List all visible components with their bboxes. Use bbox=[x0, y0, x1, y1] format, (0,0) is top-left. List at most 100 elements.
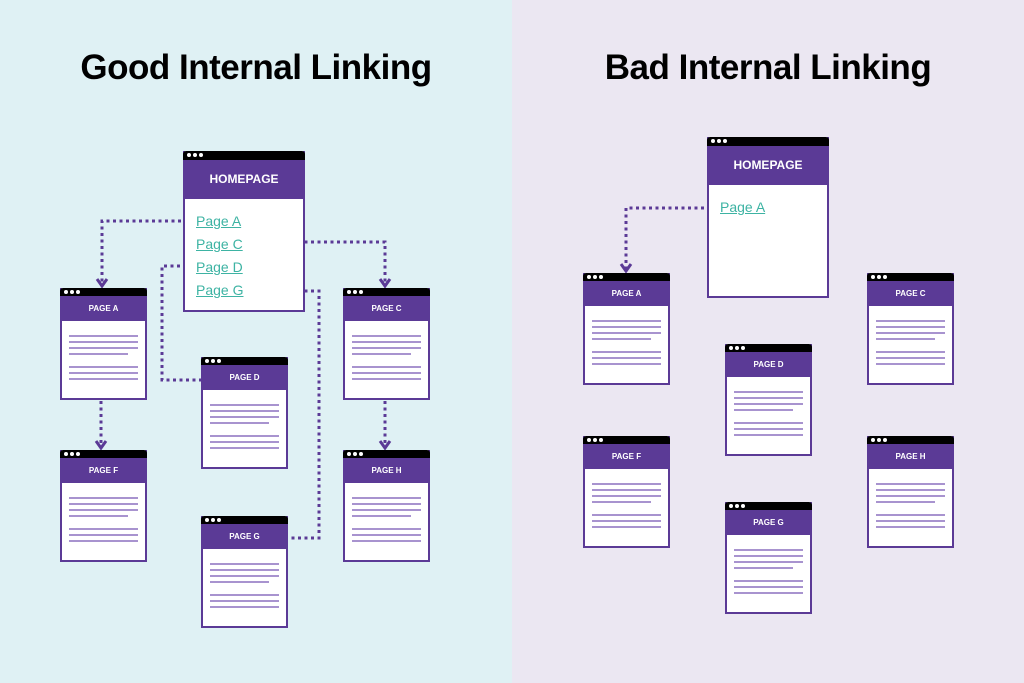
text-line bbox=[592, 483, 661, 485]
window-bar bbox=[707, 137, 829, 146]
text-line bbox=[210, 575, 279, 577]
text-line bbox=[734, 434, 803, 436]
text-line bbox=[592, 357, 661, 359]
text-line bbox=[876, 351, 945, 353]
text-line bbox=[210, 416, 279, 418]
link-home-to-d bbox=[160, 264, 201, 382]
window-bar bbox=[725, 344, 812, 352]
text-line bbox=[210, 441, 279, 443]
homepage-link[interactable]: Page D bbox=[196, 259, 243, 275]
page-card-title: PAGE D bbox=[201, 365, 288, 390]
homepage-link[interactable]: Page A bbox=[196, 213, 242, 229]
text-line bbox=[352, 534, 421, 536]
text-line bbox=[352, 515, 411, 517]
window-bar bbox=[583, 436, 670, 444]
text-line bbox=[352, 372, 421, 374]
page-card-title: PAGE A bbox=[60, 296, 147, 321]
text-line bbox=[734, 422, 803, 424]
good-linking-title: Good Internal Linking bbox=[80, 48, 432, 87]
text-line bbox=[69, 515, 128, 517]
text-line bbox=[69, 366, 138, 368]
text-line bbox=[210, 594, 279, 596]
bad-page-card-d: PAGE D bbox=[725, 344, 812, 456]
text-line bbox=[734, 549, 803, 551]
window-bar bbox=[725, 502, 812, 510]
text-line bbox=[210, 600, 279, 602]
text-line bbox=[69, 335, 138, 337]
text-line bbox=[210, 606, 279, 608]
text-line bbox=[876, 514, 945, 516]
bad-page-card-f: PAGE F bbox=[583, 436, 670, 548]
text-line bbox=[210, 569, 279, 571]
homepage-link[interactable]: Page G bbox=[196, 282, 244, 298]
page-card-title: PAGE C bbox=[343, 296, 430, 321]
bad-link-home-to-a bbox=[624, 206, 717, 271]
text-line bbox=[592, 338, 651, 340]
text-line bbox=[69, 534, 138, 536]
text-line bbox=[876, 332, 945, 334]
good-page-card-f: PAGE F bbox=[60, 450, 147, 562]
text-line bbox=[592, 326, 661, 328]
homepage-title: HOMEPAGE bbox=[707, 146, 829, 185]
page-card-title: PAGE G bbox=[201, 524, 288, 549]
window-bar bbox=[867, 436, 954, 444]
text-line bbox=[210, 422, 269, 424]
text-line bbox=[352, 503, 421, 505]
text-line bbox=[734, 403, 803, 405]
text-line bbox=[210, 435, 279, 437]
homepage-title: HOMEPAGE bbox=[183, 160, 305, 199]
text-line bbox=[69, 509, 138, 511]
window-bar bbox=[867, 273, 954, 281]
bad-homepage-card: HOMEPAGE Page A bbox=[707, 137, 829, 298]
text-line bbox=[876, 326, 945, 328]
text-line bbox=[69, 540, 138, 542]
window-bar bbox=[201, 516, 288, 524]
text-line bbox=[734, 397, 803, 399]
bad-page-card-h: PAGE H bbox=[867, 436, 954, 548]
text-line bbox=[592, 501, 651, 503]
text-line bbox=[69, 503, 138, 505]
window-bar bbox=[343, 288, 430, 296]
text-line bbox=[352, 509, 421, 511]
homepage-link[interactable]: Page C bbox=[196, 236, 243, 252]
bad-page-card-g: PAGE G bbox=[725, 502, 812, 614]
text-line bbox=[734, 561, 803, 563]
text-line bbox=[210, 404, 279, 406]
homepage-link[interactable]: Page A bbox=[720, 199, 766, 215]
text-line bbox=[352, 497, 421, 499]
text-line bbox=[352, 341, 421, 343]
text-line bbox=[69, 347, 138, 349]
good-page-card-c: PAGE C bbox=[343, 288, 430, 400]
text-line bbox=[592, 351, 661, 353]
text-line bbox=[734, 592, 803, 594]
text-line bbox=[210, 447, 279, 449]
text-line bbox=[734, 428, 803, 430]
text-line bbox=[876, 320, 945, 322]
text-line bbox=[592, 320, 661, 322]
text-line bbox=[352, 366, 421, 368]
page-card-title: PAGE C bbox=[867, 281, 954, 306]
text-line bbox=[734, 586, 803, 588]
text-line bbox=[352, 335, 421, 337]
arrowhead-icon bbox=[378, 440, 392, 451]
text-line bbox=[876, 501, 935, 503]
window-bar bbox=[583, 273, 670, 281]
text-line bbox=[592, 332, 661, 334]
good-homepage-card: HOMEPAGE Page A Page C Page D Page G bbox=[183, 151, 305, 312]
text-line bbox=[352, 528, 421, 530]
page-card-title: PAGE D bbox=[725, 352, 812, 377]
page-card-title: PAGE A bbox=[583, 281, 670, 306]
bad-page-card-a: PAGE A bbox=[583, 273, 670, 385]
text-line bbox=[876, 489, 945, 491]
text-line bbox=[876, 338, 935, 340]
text-line bbox=[876, 495, 945, 497]
text-line bbox=[352, 347, 421, 349]
link-home-to-g bbox=[246, 289, 321, 540]
text-line bbox=[352, 540, 421, 542]
window-bar bbox=[201, 357, 288, 365]
text-line bbox=[352, 378, 421, 380]
text-line bbox=[69, 497, 138, 499]
text-line bbox=[734, 391, 803, 393]
text-line bbox=[876, 357, 945, 359]
text-line bbox=[876, 363, 945, 365]
